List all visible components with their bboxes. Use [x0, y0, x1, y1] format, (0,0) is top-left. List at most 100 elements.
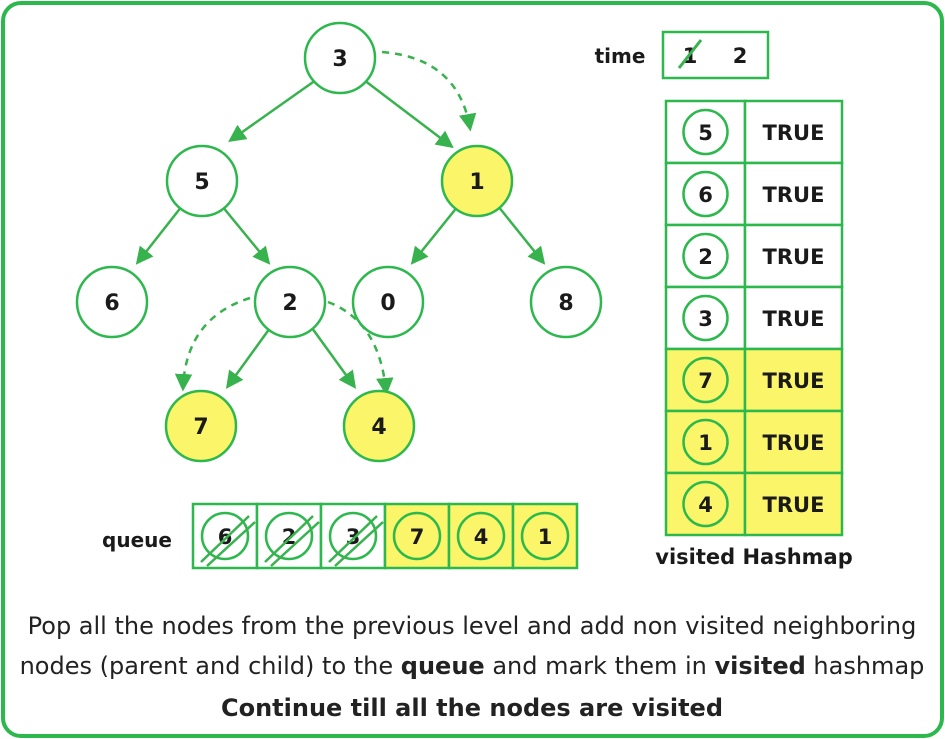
visited-key-cell: [664, 223, 747, 289]
queue-cell-box: [255, 502, 323, 570]
dashed-arrow-3-to-1: [381, 50, 477, 132]
visited-key: 2: [698, 245, 713, 269]
tree-edges: [135, 78, 546, 389]
visited-value: TRUE: [763, 245, 825, 269]
visited-value: TRUE: [763, 431, 825, 455]
tree-node-circle: [164, 389, 238, 463]
strike-mark: [270, 521, 320, 567]
edge-2-4: [310, 327, 357, 389]
visited-value-cell: [743, 99, 844, 165]
tree-node-circle: [165, 144, 239, 218]
queue-cell-circle: [328, 511, 378, 561]
visited-value-cell: [743, 223, 844, 289]
strike-mark: [206, 521, 256, 567]
visited-value-cell: [743, 471, 844, 537]
strike-mark: [200, 515, 250, 563]
caption-line-2-start: nodes (parent and child) to the: [20, 652, 401, 680]
tree-node-circle: [253, 265, 327, 339]
queue-cell: 1: [511, 502, 579, 570]
visited-key: 5: [698, 121, 713, 145]
visited-key: 6: [698, 183, 713, 207]
queue-cell-value: 4: [474, 525, 489, 549]
tree-node-0: 0: [351, 265, 425, 339]
visited-row: 7 TRUE: [664, 347, 844, 413]
tree-node-2: 2: [253, 265, 327, 339]
time-label: time: [595, 44, 646, 68]
visited-value-cell: [743, 347, 844, 413]
time-value: 2: [733, 44, 748, 68]
visited-key-circle: [682, 418, 729, 466]
edge-3-1: [363, 79, 454, 149]
tree-node-label: 5: [194, 170, 209, 195]
visited-value-cell: [743, 409, 844, 475]
tree-node-5: 5: [165, 144, 239, 218]
edge-5-6: [135, 205, 183, 265]
tree-node-label: 4: [371, 415, 386, 440]
visited-key-cell: [664, 285, 747, 351]
tree-node-circle: [303, 21, 377, 95]
tree-node-circle: [440, 144, 514, 218]
tree-node-3: 3: [303, 21, 377, 95]
queue-cell-box: [191, 502, 259, 570]
caption-line-2-end: hashmap: [806, 652, 925, 680]
queue-cell-box: [447, 502, 515, 570]
caption-line-1: Pop all the nodes from the previous leve…: [28, 612, 917, 640]
visited-key-circle: [682, 356, 729, 404]
tree-node-4: 4: [342, 389, 416, 463]
visited-value: TRUE: [763, 307, 825, 331]
visited-key-circle: [682, 480, 729, 528]
edge-5-2: [221, 205, 271, 265]
visited-key: 3: [698, 307, 713, 331]
visited-value-cell: [743, 285, 844, 351]
queue-cell-circle: [520, 511, 570, 561]
queue-cell-box: [511, 502, 579, 570]
queue-cell-circle: [264, 511, 314, 561]
queue-cell-circle: [392, 511, 442, 561]
queue-cell: 2: [255, 502, 323, 570]
strike-mark: [328, 515, 378, 563]
queue-cell: 6: [191, 502, 259, 570]
tree-node-label: 1: [469, 170, 484, 195]
strike-mark: [677, 39, 703, 69]
visited-key-circle: [682, 170, 729, 218]
tree-node-6: 6: [75, 265, 149, 339]
queue-cell: 4: [447, 502, 515, 570]
visited-key: 7: [698, 369, 713, 393]
tree-node-7: 7: [164, 389, 238, 463]
visited-row: 2 TRUE: [664, 223, 844, 289]
visited-key-cell: [664, 99, 747, 165]
caption-queue-word: queue: [401, 652, 485, 680]
visited-key-circle: [682, 232, 729, 280]
visited-value: TRUE: [763, 121, 825, 145]
tree-node-label: 7: [193, 415, 208, 440]
tree-node-label: 6: [104, 291, 119, 316]
caption-line-2: nodes (parent and child) to the queue an…: [20, 652, 925, 680]
visited-row: 5 TRUE: [664, 99, 844, 165]
visited-value: TRUE: [763, 369, 825, 393]
queue-cell-box: [319, 502, 387, 570]
strike-mark: [334, 521, 384, 567]
visited-row: 3 TRUE: [664, 285, 844, 351]
tree-node-circle: [529, 265, 603, 339]
queue-cell-box: [383, 502, 451, 570]
edge-1-0: [410, 205, 459, 265]
visited-key-circle: [682, 294, 729, 342]
traversal-arrows: [174, 50, 477, 396]
strike-mark: [264, 515, 314, 563]
dashed-arrow-2-to-7: [174, 296, 251, 392]
tree-node-label: 3: [332, 47, 347, 72]
caption-line-3: Continue till all the nodes are visited: [221, 694, 723, 722]
visited-key-cell: [664, 161, 747, 227]
visited-key: 4: [698, 493, 713, 517]
time-values: 12: [677, 39, 748, 69]
visited-key-cell: [664, 471, 747, 537]
tree-node-circle: [351, 265, 425, 339]
tree-node-circle: [75, 265, 149, 339]
tree-node-circle: [342, 389, 416, 463]
